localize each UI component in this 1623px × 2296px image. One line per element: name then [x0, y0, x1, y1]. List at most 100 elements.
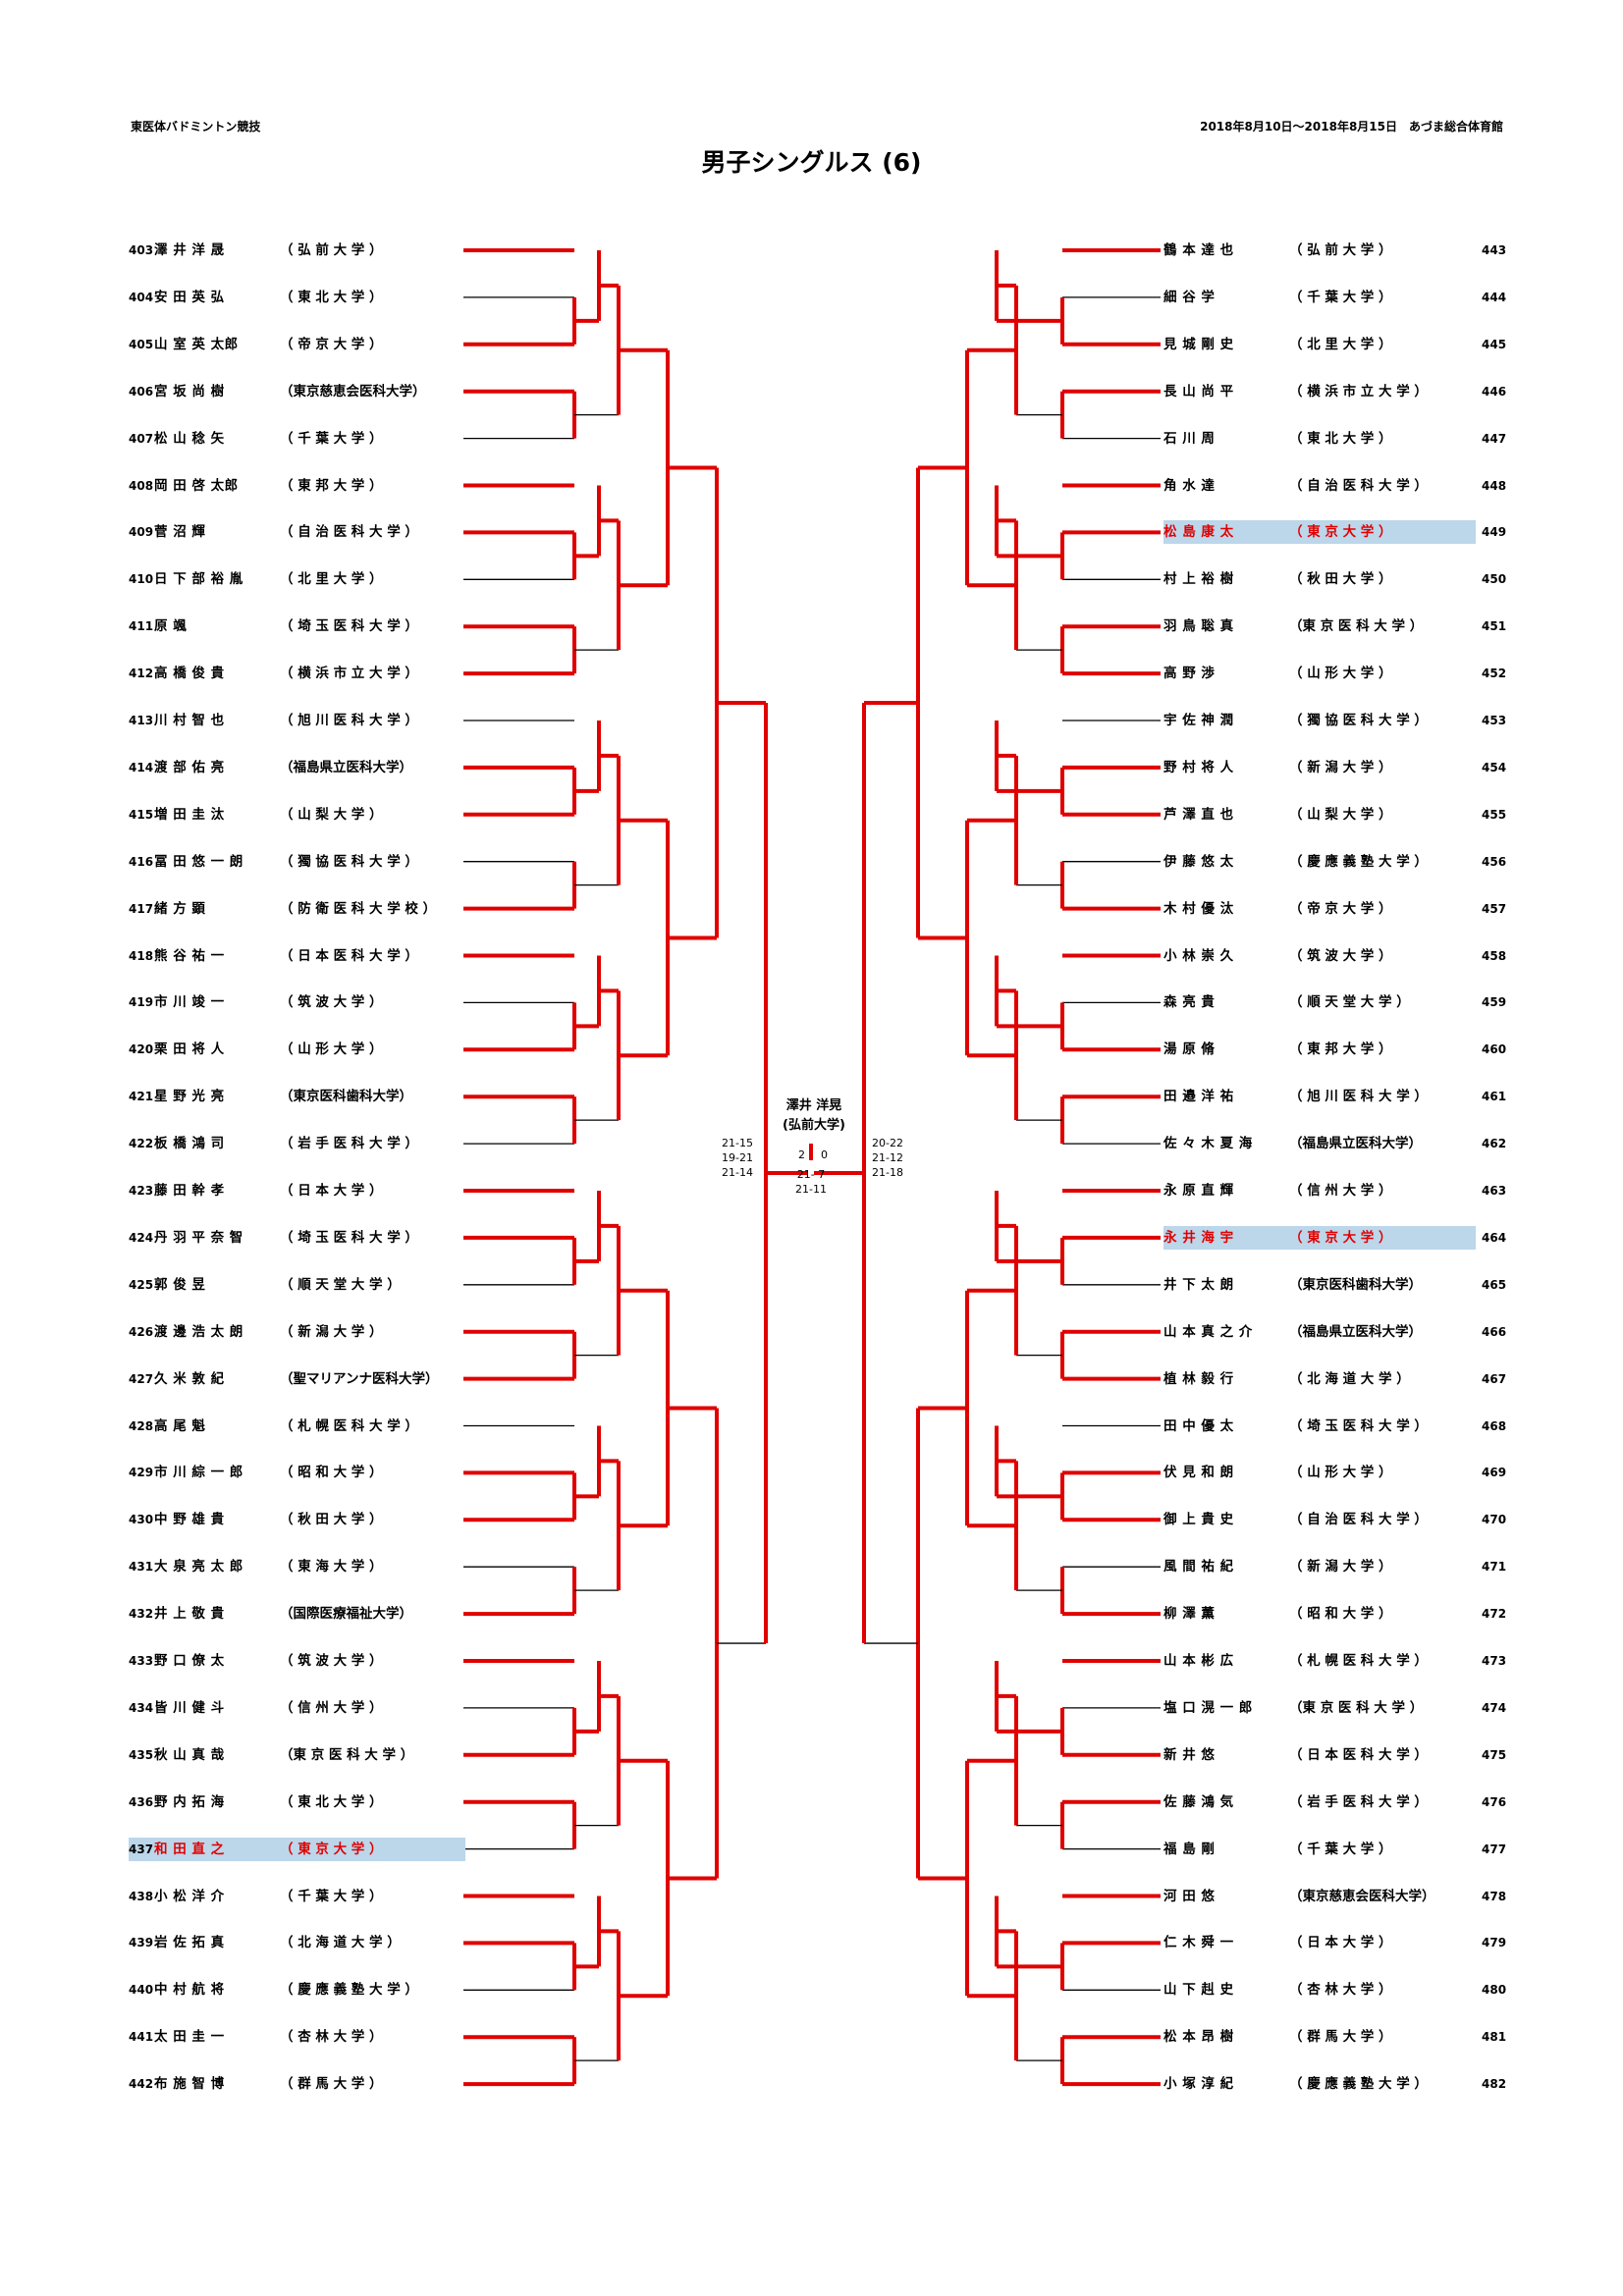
- player-name: 丹 羽 平 奈 智: [154, 1229, 243, 1246]
- header-right: 2018年8月10日～2018年8月15日 あづま総合体育館: [1200, 120, 1503, 133]
- player-number: 480: [1482, 1983, 1507, 1998]
- player-university: （ 慶 應 義 塾 大 学 ）: [280, 1982, 418, 1999]
- left-player-row: 419市 川 竣 一（ 筑 波 大 学 ）: [129, 990, 459, 1014]
- player-university: （ 岩 手 医 科 大 学 ）: [1289, 1793, 1428, 1810]
- left-player-row: 432井 上 敬 貴（国際医療福祉大学）: [129, 1602, 459, 1626]
- player-number: 409: [129, 525, 154, 540]
- player-number: 444: [1482, 290, 1507, 304]
- player-number: 463: [1482, 1184, 1507, 1198]
- player-university: （ 杏 林 大 学 ）: [1289, 1982, 1392, 1999]
- player-university: （国際医療福祉大学）: [280, 1606, 412, 1623]
- player-name: 熊 谷 祐 一: [154, 947, 225, 964]
- left-player-row: 411原 颯（ 埼 玉 医 科 大 学 ）: [129, 614, 459, 638]
- player-university: （ 旭 川 医 科 大 学 ）: [1289, 1089, 1428, 1105]
- final-left-games: 21-15: [722, 1137, 753, 1149]
- player-name: 田 邉 洋 祐: [1163, 1089, 1234, 1105]
- right-player-row: 野 村 将 人（ 新 潟 大 学 ）454: [1163, 756, 1507, 779]
- player-name: 久 米 敦 紀: [154, 1370, 225, 1387]
- player-name: 井 下 太 朗: [1163, 1276, 1234, 1293]
- player-name: 佐 々 木 夏 海: [1163, 1136, 1253, 1152]
- player-number: 477: [1482, 1842, 1507, 1856]
- player-name: 野 内 拓 海: [154, 1793, 225, 1810]
- player-name: 布 施 智 博: [154, 2076, 225, 2093]
- player-number: 439: [129, 1936, 154, 1950]
- player-university: （ 山 形 大 学 ）: [1289, 1465, 1392, 1481]
- right-player-row: 井 下 太 朗（東京医科歯科大学）465: [1163, 1273, 1507, 1297]
- player-university: （ 東 北 大 学 ）: [1289, 430, 1392, 447]
- player-number: 472: [1482, 1607, 1507, 1622]
- player-number: 443: [1482, 243, 1507, 257]
- player-university: （ 弘 前 大 学 ）: [280, 242, 383, 258]
- player-university: （ 岩 手 医 科 大 学 ）: [280, 1136, 418, 1152]
- left-player-row: 436野 内 拓 海（ 東 北 大 学 ）: [129, 1790, 459, 1814]
- player-number: 412: [129, 667, 154, 681]
- player-number: 470: [1482, 1513, 1507, 1527]
- final-right-games: 21-18: [872, 1166, 903, 1179]
- player-university: （ 慶 應 義 塾 大 学 ）: [1289, 853, 1428, 870]
- player-university: （福島県立医科大学）: [1289, 1136, 1422, 1152]
- left-player-row: 417緒 方 顕（ 防 衛 医 科 大 学 校 ）: [129, 897, 459, 921]
- player-number: 447: [1482, 431, 1507, 446]
- player-name: 緒 方 顕: [154, 900, 206, 917]
- player-name: 郭 俊 昱: [154, 1276, 206, 1293]
- right-player-row: 細 谷 学（ 千 葉 大 学 ）444: [1163, 286, 1507, 309]
- player-name: 藤 田 幹 孝: [154, 1183, 225, 1199]
- player-university: （ 自 治 医 科 大 学 ）: [280, 524, 418, 541]
- player-number: 426: [129, 1324, 154, 1339]
- right-player-row: 佐 々 木 夏 海（福島県立医科大学）462: [1163, 1132, 1507, 1155]
- player-university: （ 東 邦 大 学 ）: [1289, 1041, 1392, 1058]
- player-name: 松 島 康 太: [1163, 524, 1234, 541]
- player-number: 459: [1482, 995, 1507, 1010]
- right-player-row: 長 山 尚 平（ 横 浜 市 立 大 学 ）446: [1163, 380, 1507, 403]
- right-player-row: 田 邉 洋 祐（ 旭 川 医 科 大 学 ）461: [1163, 1085, 1507, 1108]
- player-number: 423: [129, 1184, 154, 1198]
- player-university: （ 昭 和 大 学 ）: [280, 1465, 383, 1481]
- player-university: （ 山 形 大 学 ）: [280, 1041, 383, 1058]
- player-number: 430: [129, 1513, 154, 1527]
- left-player-row: 412高 橋 俊 貴（ 横 浜 市 立 大 学 ）: [129, 662, 459, 685]
- player-number: 448: [1482, 478, 1507, 493]
- left-player-row: 438小 松 洋 介（ 千 葉 大 学 ）: [129, 1885, 459, 1908]
- player-university: （ 埼 玉 医 科 大 学 ）: [280, 1229, 418, 1246]
- final-score-right: 0: [821, 1148, 828, 1161]
- right-player-row: 小 塚 淳 紀（ 慶 應 義 塾 大 学 ）482: [1163, 2072, 1507, 2096]
- player-name: 野 村 将 人: [1163, 759, 1234, 775]
- player-name: 中 村 航 将: [154, 1982, 225, 1999]
- player-university: （ 千 葉 大 学 ）: [280, 430, 383, 447]
- right-player-row: 湯 原 脩（ 東 邦 大 学 ）460: [1163, 1038, 1507, 1061]
- player-name: 田 中 優 太: [1163, 1417, 1234, 1434]
- player-university: （ 東 海 大 学 ）: [280, 1559, 383, 1575]
- player-university: （ 山 梨 大 学 ）: [280, 806, 383, 823]
- player-university: （ 信 州 大 学 ）: [280, 1699, 383, 1716]
- right-player-row: 高 野 渉（ 山 形 大 学 ）452: [1163, 662, 1507, 685]
- player-number: 428: [129, 1418, 154, 1433]
- player-name: 渡 邊 浩 太 朗: [154, 1323, 243, 1340]
- right-player-row: 松 島 康 太（ 東 京 大 学 ）449: [1163, 520, 1506, 545]
- player-number: 429: [129, 1466, 154, 1480]
- player-name: 細 谷 学: [1163, 289, 1216, 305]
- left-player-row: 422板 橋 鴻 司（ 岩 手 医 科 大 学 ）: [129, 1132, 459, 1155]
- player-number: 403: [129, 243, 154, 257]
- left-player-row: 416冨 田 悠 一 朗（ 獨 協 医 科 大 学 ）: [129, 850, 459, 874]
- player-name: 村 上 裕 樹: [1163, 571, 1234, 588]
- right-player-row: 角 水 達（ 自 治 医 科 大 学 ）448: [1163, 474, 1507, 498]
- player-name: 大 泉 亮 太 郎: [154, 1559, 243, 1575]
- player-name: 木 村 優 汰: [1163, 900, 1234, 917]
- right-player-row: 芦 澤 直 也（ 山 梨 大 学 ）455: [1163, 803, 1507, 827]
- player-name: 御 上 貴 史: [1163, 1512, 1234, 1528]
- player-university: （東京慈恵会医科大学）: [1289, 1888, 1435, 1904]
- right-player-row: 河 田 悠（東京慈恵会医科大学）478: [1163, 1885, 1507, 1908]
- right-player-row: 福 島 剛（ 千 葉 大 学 ）477: [1163, 1838, 1507, 1861]
- final-score-left: 2: [798, 1148, 805, 1161]
- player-name: 小 塚 淳 紀: [1163, 2076, 1234, 2093]
- player-number: 425: [129, 1277, 154, 1292]
- player-name: 芦 澤 直 也: [1163, 806, 1234, 823]
- right-player-row: 見 城 剛 史（ 北 里 大 学 ）445: [1163, 333, 1507, 356]
- player-name: 伊 藤 悠 太: [1163, 853, 1234, 870]
- player-university: （ 北 里 大 学 ）: [1289, 336, 1392, 352]
- player-university: （ 筑 波 大 学 ）: [280, 994, 383, 1011]
- final-left-games: 21-14: [722, 1166, 753, 1179]
- left-player-row: 429市 川 綜 一 郎（ 昭 和 大 学 ）: [129, 1461, 459, 1484]
- player-number: 434: [129, 1700, 154, 1715]
- final-center-games: 21- 7: [797, 1168, 825, 1181]
